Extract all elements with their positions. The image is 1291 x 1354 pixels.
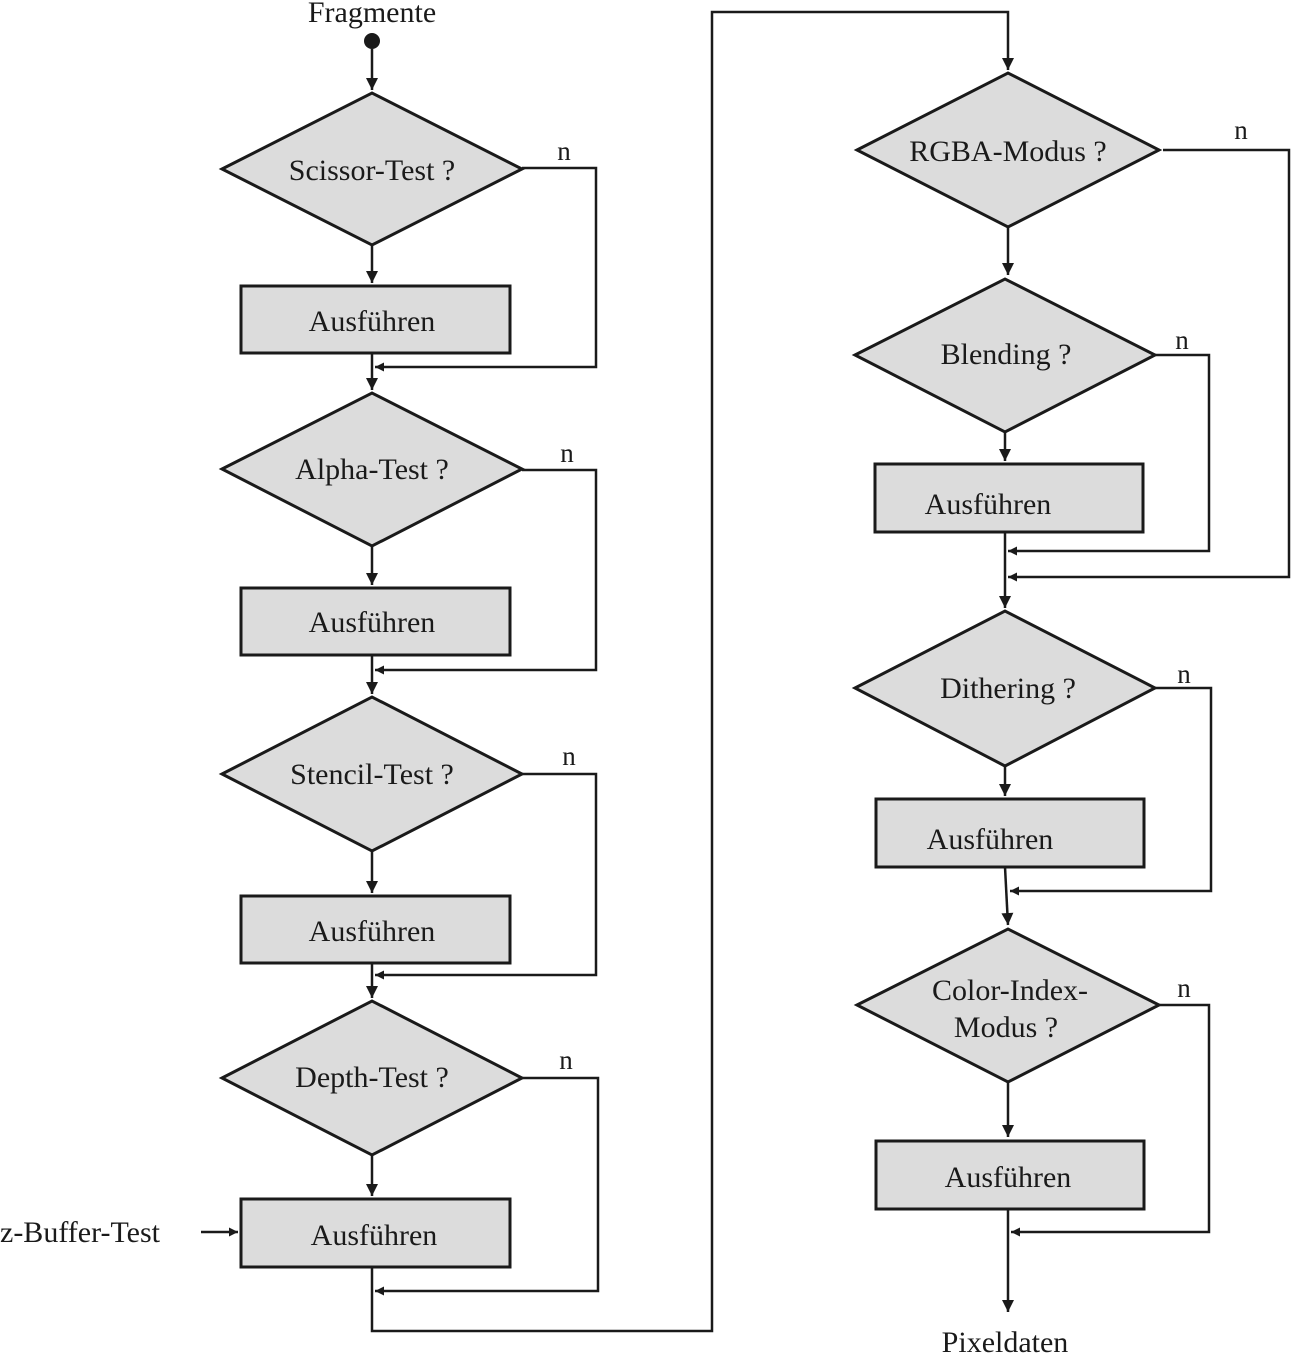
side-input-label: z-Buffer-Test [0,1216,161,1249]
end-label: Pixeldaten [942,1326,1069,1354]
no-label-rgba: n [1234,115,1248,145]
arrow-stencil-no [375,772,598,980]
decision-rgba-mode [853,71,1163,229]
arrow-depth-no [375,1076,600,1296]
arrow-dithering-no [1010,686,1213,896]
no-label-dithering: n [1177,659,1191,689]
decision-stencil-label: Stencil-Test ? [290,758,454,791]
action-alpha-label: Ausführen [309,606,436,639]
action-box-stencil [239,894,512,965]
action-depth-label: Ausführen [311,1219,438,1252]
no-label-color-index: n [1177,973,1191,1003]
action-box-blending [873,462,1145,534]
no-label-alpha: n [560,438,574,468]
arrow-color-index-no [1011,1003,1211,1237]
arrow-blending-no [1008,353,1211,556]
no-label-stencil: n [562,741,576,771]
decision-scissor-label: Scissor-Test ? [289,154,455,187]
action-box-depth [239,1197,512,1269]
start-label: Fragmente [308,0,436,29]
action-dithering-label: Ausführen [927,823,1054,856]
connector-left-to-right [370,10,1014,1333]
action-color-index-label: Ausführen [945,1161,1072,1194]
action-box-dithering [874,797,1146,869]
decision-color-index-label-line2: Modus ? [954,1011,1058,1044]
decision-blending-label: Blending ? [941,338,1072,371]
action-scissor-label: Ausführen [309,305,436,338]
no-label-depth: n [559,1045,573,1075]
decision-alpha-label: Alpha-Test ? [295,453,449,486]
decision-dithering-label: Dithering ? [940,672,1076,705]
decision-color-index-label-line1: Color-Index- [932,974,1088,1007]
decision-rgba-label: RGBA-Modus ? [909,135,1107,168]
decision-depth-label: Depth-Test ? [295,1061,449,1094]
arrow-rgba-no [1008,148,1291,582]
action-box-alpha [239,586,512,657]
no-label-scissor: n [557,136,571,166]
arrow-to-color-index [1001,866,1014,926]
arrow-alpha-no [375,468,598,675]
action-stencil-label: Ausführen [309,915,436,948]
no-label-blending: n [1175,325,1189,355]
action-blending-label: Ausführen [925,488,1052,521]
action-box-scissor [239,284,512,355]
arrow-scissor-no [375,166,598,372]
start-node [364,33,380,49]
action-box-color-index [874,1139,1146,1211]
